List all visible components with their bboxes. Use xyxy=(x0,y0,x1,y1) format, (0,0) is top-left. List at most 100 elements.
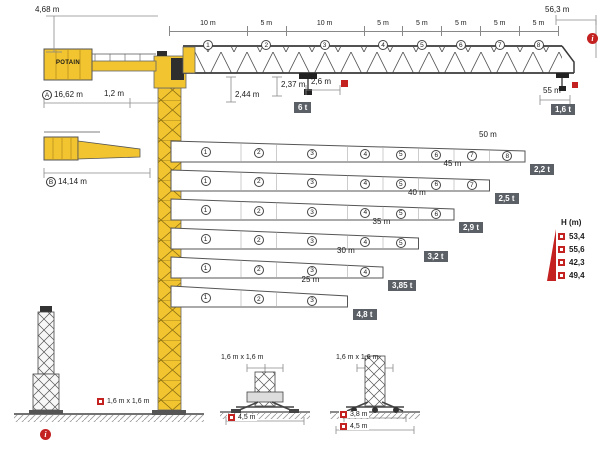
config-section-number: 8 xyxy=(502,151,513,162)
config-section-number: 5 xyxy=(395,208,406,219)
config-section-number: 3 xyxy=(307,236,317,247)
height-table-header: H (m) xyxy=(561,218,582,227)
mast-config-icon xyxy=(558,233,565,240)
jib-segment-length: 10 m xyxy=(316,20,333,27)
base2-section-label: 1,6 m x 1,6 m xyxy=(336,354,379,361)
config-section-number: 1 xyxy=(200,205,211,216)
dim-radius-a: A 16,62 m xyxy=(42,90,83,100)
segment-dim-tick xyxy=(402,26,404,36)
tip-capacity-badge: 1,6 t xyxy=(551,104,576,115)
config-capacity-badge: 2,5 t xyxy=(494,193,519,204)
segment-dim-tick xyxy=(246,26,248,36)
base2-width-dim-2: 4,5 m xyxy=(339,423,369,430)
config-length-label: 30 m xyxy=(337,246,355,255)
config-length-label: 45 m xyxy=(443,159,462,168)
config-section-number: 1 xyxy=(200,292,211,303)
cross-base-1 xyxy=(231,371,299,413)
config-capacity-badge: 4,8 t xyxy=(352,309,377,320)
config-section-number: 4 xyxy=(360,207,371,218)
config-capacity-badge: 2,2 t xyxy=(530,164,555,175)
segment-dim-tick xyxy=(363,26,365,36)
dim-hook-offset: 2,6 m xyxy=(311,77,332,86)
height-table-row: 42,3 xyxy=(558,256,585,269)
info-icon: i xyxy=(40,429,51,440)
config-section-number: 2 xyxy=(253,147,264,158)
height-value: 49,4 xyxy=(569,271,585,280)
jib-config-row: 1 2 3 4 30 m 3,85 t xyxy=(170,246,443,294)
cross-base-2 xyxy=(346,355,404,413)
config-section-number: 3 xyxy=(307,265,317,276)
config-section-number: 2 xyxy=(253,176,264,187)
height-range-triangle-icon xyxy=(547,229,556,281)
base2-dim2-icon xyxy=(340,423,347,430)
dim-total-length: 56,3 m xyxy=(545,5,570,14)
jib-section-number: 6 xyxy=(455,40,466,50)
height-table-row: 49,4 xyxy=(558,269,585,282)
config-section-number: 4 xyxy=(360,267,371,278)
circle-b-icon: B xyxy=(46,177,56,187)
dim-trolley: 2,37 m xyxy=(281,80,306,89)
jib-segment-length: 5 m xyxy=(454,20,467,27)
config-section-number: 2 xyxy=(253,235,264,246)
config-capacity-badge: 3,2 t xyxy=(423,251,448,262)
height-value: 55,6 xyxy=(569,245,585,254)
config-section-number: 5 xyxy=(395,149,406,160)
config-section-number: 7 xyxy=(466,180,477,191)
jib-segment-length: 10 m xyxy=(200,20,216,27)
config-length-label: 40 m xyxy=(408,188,426,197)
dim-radius-b: B 14,14 m xyxy=(46,177,87,187)
dim-root-offset: 2,44 m xyxy=(235,90,260,99)
mast-config-icon xyxy=(558,272,565,279)
config-section-number: 3 xyxy=(307,148,317,159)
counter-jib-short-version xyxy=(43,131,141,161)
height-table-row: 55,6 xyxy=(558,243,585,256)
jib-section-number: 2 xyxy=(261,40,272,50)
mast-section-stack xyxy=(29,306,63,414)
tip-trolley xyxy=(556,73,578,91)
config-section-number: 4 xyxy=(360,237,371,248)
jib-section-number: 3 xyxy=(319,40,330,50)
height-table: 53,4 55,6 42,3 49,4 xyxy=(558,230,585,282)
dim-tip-radius: 55 m xyxy=(543,86,561,95)
config-section-number: 2 xyxy=(253,206,264,217)
height-value: 42,3 xyxy=(569,258,585,267)
segment-dim-tick xyxy=(519,26,521,36)
config-section-number: 7 xyxy=(466,150,477,161)
config-length-label: 35 m xyxy=(372,217,391,226)
config-section-number: 2 xyxy=(253,264,264,275)
config-section-number: 4 xyxy=(360,149,371,160)
mast-config-icon xyxy=(558,259,565,266)
mast-section-value: 1,6 m x 1,6 m xyxy=(107,398,150,405)
height-value: 53,4 xyxy=(569,232,585,241)
mast-section-icon xyxy=(97,398,104,405)
config-section-number: 6 xyxy=(431,179,442,190)
config-section-number: 1 xyxy=(200,234,211,245)
mast-section-spec: 1,6 m x 1,6 m xyxy=(96,398,151,405)
jib-segment-length: 5 m xyxy=(416,20,428,27)
tower-mast xyxy=(152,87,186,415)
dim-radius-b-value: 14,14 m xyxy=(58,176,87,186)
base1-section-label: 1,6 m x 1,6 m xyxy=(221,354,264,361)
jib-segment-length: 5 m xyxy=(260,20,273,27)
dim-offset: 1,2 m xyxy=(104,89,125,98)
base1-width-dim: 4,5 m xyxy=(227,414,257,421)
config-section-number: 1 xyxy=(200,263,211,274)
config-section-number: 1 xyxy=(200,147,211,157)
jib-segment-length: 5 m xyxy=(493,20,506,27)
dim-counterjib-height: 4,68 m xyxy=(35,5,60,14)
config-section-number: 5 xyxy=(395,238,406,249)
config-capacity-badge: 3,85 t xyxy=(388,280,417,291)
config-capacity-badge: 2,9 t xyxy=(459,222,484,233)
height-table-row: 53,4 xyxy=(558,230,585,243)
dimension-lines xyxy=(43,15,597,434)
segment-dim-tick xyxy=(441,26,443,36)
jib-section-number: 5 xyxy=(416,40,427,50)
max-capacity-badge: 6 t xyxy=(294,102,312,113)
jib-section-number: 7 xyxy=(494,40,505,50)
circle-a-icon: A xyxy=(42,90,52,100)
brand-logo: POTAIN xyxy=(55,60,81,66)
info-icon: i xyxy=(587,33,598,44)
